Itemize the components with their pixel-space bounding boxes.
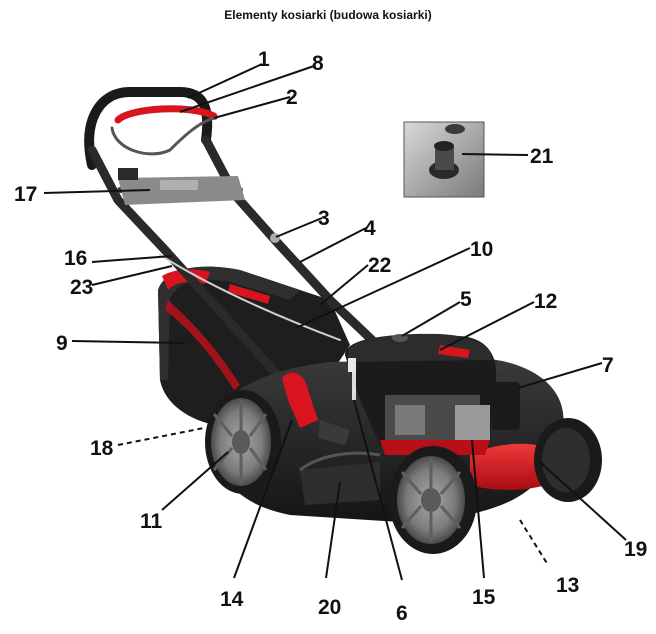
callout-3: 3: [318, 207, 330, 230]
oil-filler-inset: [403, 121, 485, 198]
callout-20: 20: [318, 596, 341, 619]
callout-12: 12: [534, 290, 557, 313]
height-adjust-knob: [270, 233, 280, 243]
callout-2: 2: [286, 86, 298, 109]
callout-6: 6: [396, 602, 408, 625]
callout-23: 23: [70, 276, 93, 299]
callout-10: 10: [470, 238, 493, 261]
callout-15: 15: [472, 586, 496, 609]
leader-lines: [43, 63, 627, 581]
callout-14: 14: [220, 588, 244, 611]
callout-5: 5: [460, 288, 472, 311]
callout-4: 4: [364, 217, 376, 240]
callout-11: 11: [140, 510, 163, 533]
front-wheel: [389, 446, 477, 554]
callout-9: 9: [56, 332, 68, 355]
callout-21: 21: [530, 145, 554, 168]
engine: [345, 333, 520, 455]
far-front-wheel: [534, 418, 602, 502]
callout-8: 8: [312, 52, 324, 75]
handle-console: [118, 168, 245, 205]
callout-13: 13: [556, 574, 579, 597]
callout-18: 18: [90, 437, 114, 460]
callout-16: 16: [64, 247, 87, 270]
callout-labels: 1 2 3 4 5 6 7 8 9 10 11 12 13 14 15 16 1…: [14, 48, 647, 625]
callout-17: 17: [14, 183, 37, 206]
callout-22: 22: [368, 254, 391, 277]
diagram-title: Elementy kosiarki (budowa kosiarki): [224, 8, 432, 22]
rear-wheel: [205, 390, 281, 494]
callout-1: 1: [258, 48, 270, 71]
callout-19: 19: [624, 538, 647, 561]
callout-7: 7: [602, 354, 614, 377]
